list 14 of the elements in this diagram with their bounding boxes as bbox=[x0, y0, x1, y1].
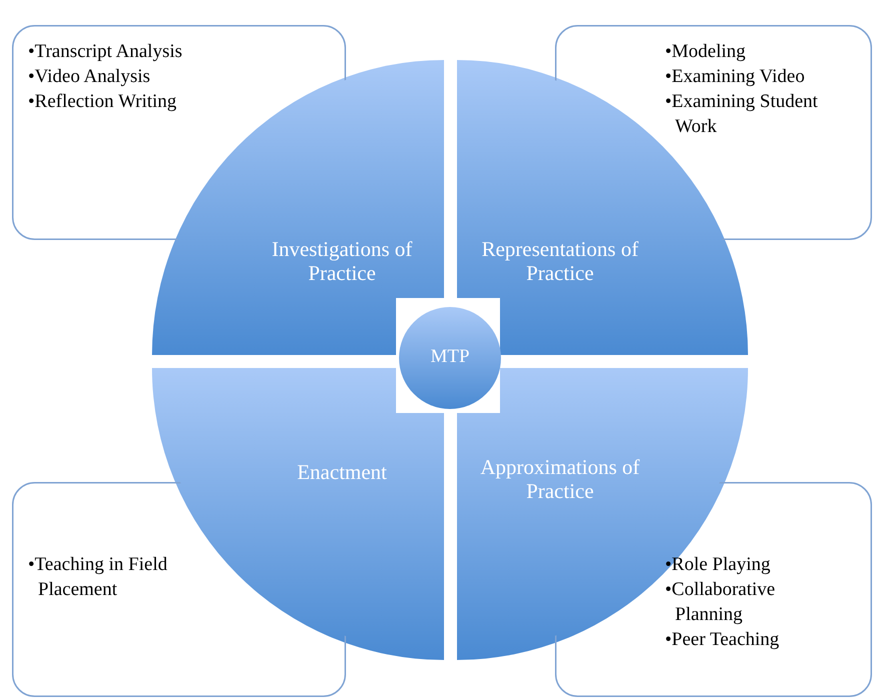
list-item: •Peer Teaching bbox=[665, 628, 780, 652]
list-item: •Teaching in Field Placement bbox=[28, 553, 168, 602]
list-item: •Reflection Writing bbox=[28, 90, 178, 114]
segment-label: Approximations of Practice bbox=[479, 455, 641, 503]
list-item: •Collaborative Planning bbox=[665, 578, 776, 627]
segment-label: Representations of Practice bbox=[480, 237, 640, 285]
list-item: •Examining Student Work bbox=[665, 90, 819, 139]
list-item: •Examining Video bbox=[665, 65, 806, 89]
list-item: •Transcript Analysis bbox=[28, 40, 184, 64]
segment-label: Enactment bbox=[296, 460, 388, 484]
center-label: MTP bbox=[429, 346, 471, 368]
segment-label: Investigations of Practice bbox=[270, 237, 414, 285]
list-item: •Modeling bbox=[665, 40, 747, 64]
list-item: •Video Analysis bbox=[28, 65, 152, 89]
